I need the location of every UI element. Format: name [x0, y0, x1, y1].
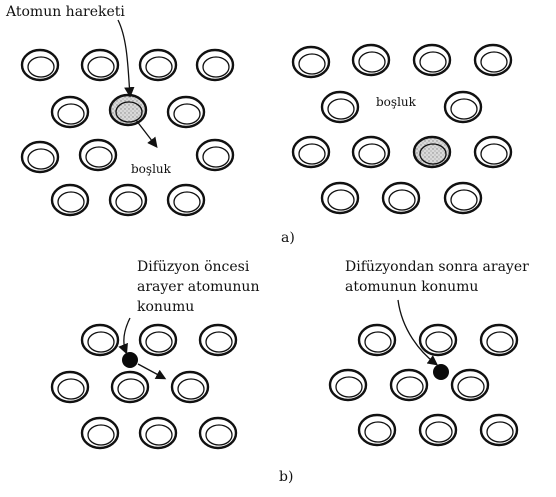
atom-b-before-1	[140, 325, 176, 355]
atom-a-before-5	[110, 95, 146, 125]
atom-a-before-8	[80, 140, 116, 170]
atom-a-before-2	[140, 50, 176, 80]
atom-a-before-6	[168, 97, 204, 127]
atom-b-before-8	[200, 418, 236, 448]
atom-a-after-5	[445, 92, 481, 122]
after-label-line-1: Difüzyondan sonra arayer	[345, 258, 529, 276]
atom-b-before-7	[140, 418, 176, 448]
interstitial-atom-after	[433, 364, 449, 380]
atom-a-after-9	[475, 137, 511, 167]
atom-b-before-0	[82, 325, 118, 355]
before-label-line-3: konumu	[137, 298, 194, 316]
atom-a-after-7	[353, 137, 389, 167]
vacancy-label-after: boşluk	[376, 93, 416, 111]
atom-b-before-3	[52, 372, 88, 402]
atom-a-before-0	[22, 50, 58, 80]
atom-b-after-1	[420, 325, 456, 355]
atom-a-before-12	[168, 185, 204, 215]
before-label-line-2: arayer atomunun	[137, 278, 259, 296]
atom-a-after-8	[414, 137, 450, 167]
atom-a-before-10	[52, 185, 88, 215]
atom-a-after-12	[445, 183, 481, 213]
atom-b-after-2	[481, 325, 517, 355]
before-label-line-1: Difüzyon öncesi	[137, 258, 249, 276]
atom-a-before-11	[110, 185, 146, 215]
caption-b: b)	[279, 468, 293, 486]
atom-a-after-11	[383, 183, 419, 213]
atom-a-after-4	[322, 92, 358, 122]
atom-b-after-6	[359, 415, 395, 445]
atom-a-after-10	[322, 183, 358, 213]
atom-b-after-4	[391, 370, 427, 400]
atom-b-before-4	[112, 372, 148, 402]
interstitial-atom-before	[122, 352, 138, 368]
atom-b-after-7	[420, 415, 456, 445]
after-label-line-2: atomunun konumu	[345, 278, 478, 296]
atom-a-before-1	[82, 50, 118, 80]
atom-a-before-4	[52, 97, 88, 127]
atom-a-before-7	[22, 142, 58, 172]
atom-b-before-5	[172, 372, 208, 402]
atom-a-after-6	[293, 137, 329, 167]
atom-b-after-0	[359, 325, 395, 355]
atom-b-before-6	[82, 418, 118, 448]
atom-a-before-3	[197, 50, 233, 80]
atom-a-after-1	[353, 45, 389, 75]
vacancy-label-before: boşluk	[131, 160, 171, 178]
atom-b-after-3	[330, 370, 366, 400]
movement-direction-arrow	[136, 120, 156, 146]
caption-a: a)	[281, 229, 295, 247]
atom-b-before-2	[200, 325, 236, 355]
atom-a-after-2	[414, 45, 450, 75]
movement-pointer-line	[118, 20, 130, 95]
atom-a-after-3	[475, 45, 511, 75]
atom-a-before-9	[197, 140, 233, 170]
atom-a-after-0	[293, 47, 329, 77]
atom-b-after-5	[452, 370, 488, 400]
atom-b-after-8	[481, 415, 517, 445]
movement-label: Atomun hareketi	[6, 3, 125, 21]
before-pointer-line	[124, 318, 130, 352]
